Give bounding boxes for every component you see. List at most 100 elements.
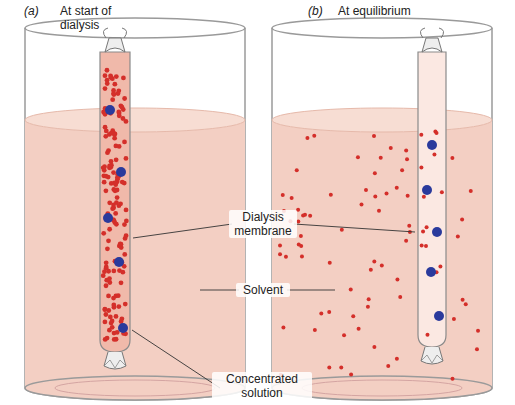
particle: [101, 231, 106, 236]
particle: [113, 182, 118, 187]
particle: [115, 330, 120, 335]
particle: [124, 156, 129, 161]
particle: [118, 201, 123, 206]
particle: [122, 222, 127, 227]
particle: [114, 314, 119, 319]
callout-label: Concentrated solution: [212, 372, 312, 400]
particle: [102, 168, 107, 173]
particle: [103, 73, 108, 78]
particle: [122, 140, 127, 145]
particle: [112, 82, 117, 87]
particle: [425, 333, 429, 337]
particle: [124, 233, 129, 238]
particle: [351, 314, 355, 318]
particle: [308, 214, 312, 218]
particle: [120, 105, 125, 110]
solute-particles: [101, 68, 480, 381]
particle: [395, 357, 399, 361]
particle: [110, 319, 115, 324]
particle: [122, 96, 127, 101]
particle: [113, 188, 118, 193]
particle: [440, 190, 444, 194]
particle: [120, 180, 125, 185]
beaker-b: [272, 18, 492, 400]
dialysis-bag-b: [418, 28, 446, 364]
particle: [369, 268, 373, 272]
particle: [107, 200, 112, 205]
particle: [107, 164, 112, 169]
particle: [419, 133, 423, 137]
particle: [367, 297, 371, 301]
particle: [380, 263, 384, 267]
particle: [476, 329, 480, 333]
particle: [116, 91, 121, 96]
particle: [119, 280, 124, 285]
particle: [278, 252, 282, 256]
particle: [426, 267, 436, 277]
panel-title: At equilibrium: [338, 4, 448, 18]
particle: [102, 307, 107, 312]
particle: [123, 302, 128, 307]
particle: [461, 298, 465, 302]
particle: [116, 293, 121, 298]
beaker-a: [25, 18, 245, 400]
particle: [438, 264, 442, 268]
particle: [290, 196, 294, 200]
particle: [110, 76, 115, 81]
particle: [400, 168, 404, 172]
particle: [116, 304, 121, 309]
particle: [475, 347, 479, 351]
particle: [103, 312, 108, 317]
particle: [114, 157, 119, 162]
particle: [339, 365, 343, 369]
particle: [395, 186, 399, 190]
particle: [327, 310, 331, 314]
particle: [116, 167, 126, 177]
particle: [104, 174, 109, 179]
particle: [451, 377, 455, 381]
particle: [456, 234, 460, 238]
particle: [357, 327, 361, 331]
particle: [109, 159, 114, 164]
particle: [111, 91, 116, 96]
particle: [301, 213, 305, 217]
panel-letter: (b): [308, 4, 338, 18]
particle: [407, 224, 411, 228]
particle: [281, 193, 285, 197]
panel-letter: (a): [24, 4, 54, 18]
particle: [424, 244, 428, 248]
particle: [105, 78, 110, 83]
particle: [421, 229, 425, 233]
particle: [425, 225, 429, 229]
particle: [121, 75, 126, 80]
callout-label: Solvent: [236, 283, 290, 297]
particle: [405, 157, 409, 161]
particle: [124, 208, 129, 213]
particle: [460, 217, 464, 221]
particle: [420, 244, 424, 248]
particle: [385, 191, 389, 195]
particle: [297, 243, 301, 247]
particle: [111, 170, 116, 175]
particle: [111, 269, 116, 274]
particle: [349, 372, 353, 376]
particle: [109, 181, 114, 186]
particle: [115, 195, 120, 200]
particle: [102, 180, 107, 185]
particle: [102, 307, 107, 312]
particle: [104, 260, 109, 265]
particle: [464, 302, 468, 306]
particle: [398, 295, 402, 299]
panel-title: At start of dialysis: [60, 4, 140, 32]
particle: [313, 328, 317, 332]
particle: [372, 345, 376, 349]
particle: [329, 193, 333, 197]
particle: [419, 165, 423, 169]
particle: [312, 134, 316, 138]
particle: [112, 136, 117, 141]
particle: [104, 283, 109, 288]
particle: [372, 134, 376, 138]
particle: [377, 209, 381, 213]
particle: [372, 260, 376, 264]
